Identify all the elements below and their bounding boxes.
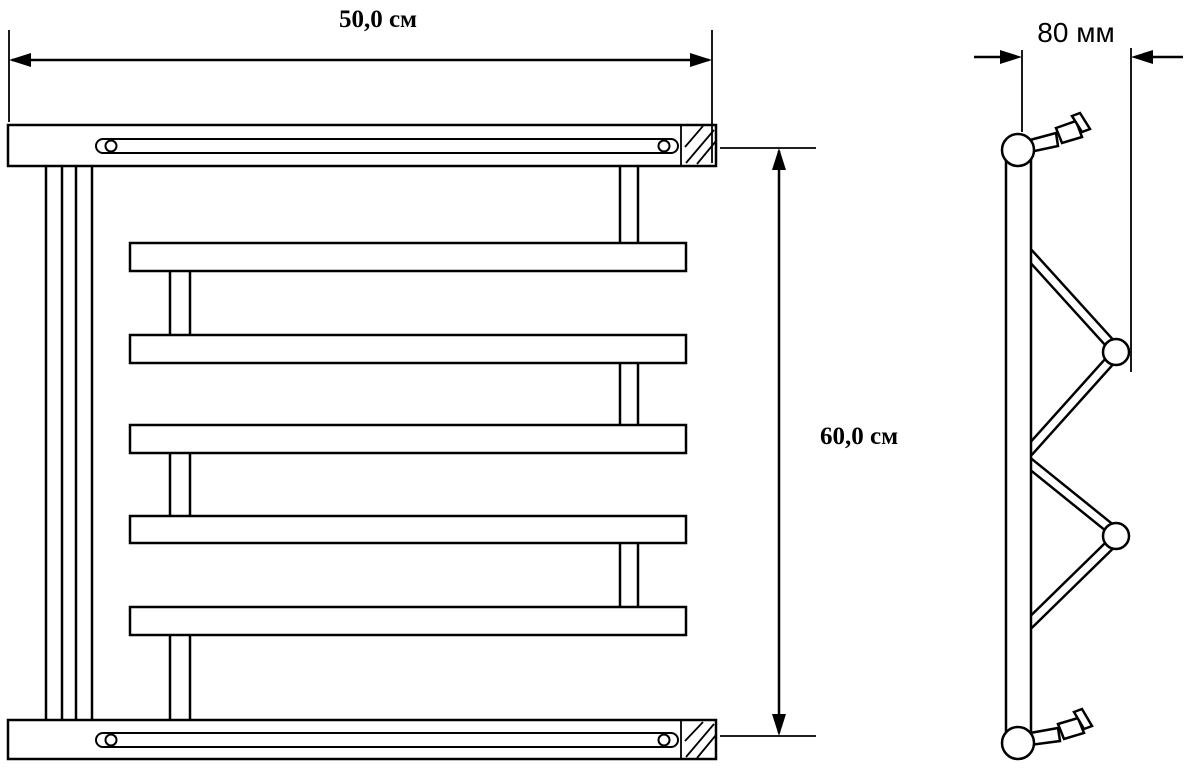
zigzag-arms [1023, 248, 1121, 630]
top-valve [1028, 111, 1092, 154]
top-collector [6, 123, 718, 168]
depth-dimension-label: 80 мм [1037, 17, 1114, 48]
arm-joint-circle-1 [1101, 337, 1131, 367]
arm-3-inner [1025, 459, 1119, 536]
bottom-collector-hatch-2 [696, 734, 717, 759]
arm-4-inner [1025, 536, 1119, 628]
left-riser-outer [44, 162, 64, 724]
bottom-collector-slot [95, 732, 679, 748]
width-arrow-right-icon [690, 53, 712, 67]
arm-joint-circle-2 [1101, 521, 1131, 551]
depth-arrow-right-icon [1131, 50, 1153, 64]
bottom-collector [6, 718, 718, 761]
top-valve-handle [1054, 119, 1084, 145]
dimension-depth: 80 мм [974, 17, 1183, 372]
top-collector-slot [95, 138, 679, 154]
bottom-collector-hole-left [104, 733, 118, 747]
bottom-valve-handle [1056, 716, 1086, 741]
right-connector-2 [618, 358, 640, 430]
left-connector-1 [168, 266, 192, 340]
top-collector-hatch-3 [684, 125, 704, 148]
height-arrow-top-icon [772, 148, 786, 170]
height-dimension-label: 60,0 см [820, 423, 898, 450]
dimension-height: 60,0 см [720, 147, 898, 737]
bottom-collector-hatch-1 [685, 723, 715, 758]
rung-2 [128, 333, 688, 365]
bottom-collector-hole-right [657, 733, 671, 747]
rung-1 [128, 241, 688, 273]
top-valve-knob [1070, 111, 1092, 134]
left-connector-3 [168, 630, 192, 726]
right-connector-1 [618, 160, 640, 248]
depth-arrow-left-icon [1000, 50, 1022, 64]
top-collector-hatch-1 [685, 129, 715, 164]
left-connector-2 [168, 448, 192, 521]
bottom-collector-hatch-3 [684, 721, 704, 742]
rung-5 [128, 605, 688, 637]
top-collector-hole-right [657, 139, 671, 153]
arm-2-inner [1025, 351, 1119, 455]
top-collector-hole-left [104, 139, 118, 153]
height-arrow-bottom-icon [772, 714, 786, 736]
rung-3 [128, 423, 688, 455]
width-arrow-left-icon [9, 53, 31, 67]
arm-1-inner [1025, 250, 1119, 353]
side-view [1000, 111, 1131, 761]
front-view [6, 123, 718, 761]
width-dimension-label: 50,0 см [339, 6, 417, 33]
side-post-bottom-cap [1000, 725, 1036, 761]
bottom-valve-knob [1072, 707, 1094, 731]
side-post [1004, 146, 1033, 748]
rung-4 [128, 514, 688, 545]
dimension-width: 50,0 см [8, 6, 713, 163]
bottom-valve [1028, 707, 1094, 747]
side-post-top-cap [1000, 132, 1036, 168]
right-connector-3 [618, 538, 640, 612]
left-riser-inner [74, 162, 94, 724]
